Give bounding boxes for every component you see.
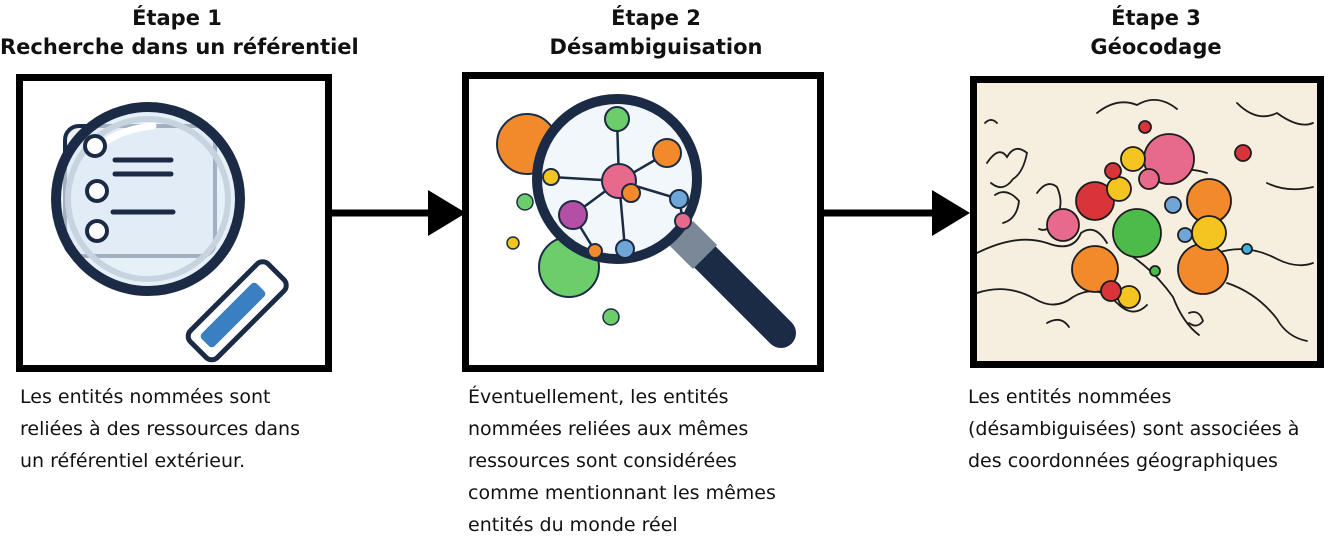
step-2-image-frame	[462, 72, 824, 372]
step-2-subheading: Désambiguisation	[549, 35, 763, 59]
description-line: (désambiguisées) sont associées à	[968, 418, 1300, 440]
step-1-description: Les entités nommées sont reliées à des r…	[20, 381, 350, 477]
step-1-subheading: Recherche dans un référentiel	[0, 35, 359, 59]
step-3-heading: Étape 3	[1111, 6, 1201, 30]
arrow-right-icon	[332, 190, 466, 236]
magnifying-glass-document-icon	[51, 102, 289, 363]
description-line: comme mentionnant les mêmes	[468, 482, 776, 504]
step-3-description: Les entités nommées (désambiguisées) son…	[968, 381, 1330, 477]
step-1-heading: Étape 1	[132, 6, 222, 30]
step-3-title: Étape 3 Géocodage	[1036, 4, 1276, 62]
magnifying-glass-network-icon	[496, 94, 796, 348]
step-3-subheading: Géocodage	[1090, 35, 1222, 59]
arrow-right-icon	[824, 190, 970, 236]
description-line: Les entités nommées	[968, 386, 1172, 408]
description-line: des coordonnées géographiques	[968, 450, 1278, 472]
step-2-heading: Étape 2	[611, 6, 701, 30]
description-line: Éventuellement, les entités	[468, 386, 729, 408]
description-line: ressources sont considérées	[468, 450, 737, 472]
step-1-image-frame	[16, 74, 332, 372]
step-2-title: Étape 2 Désambiguisation	[463, 4, 849, 62]
description-line: un référentiel extérieur.	[20, 450, 246, 472]
description-line: nommées reliées aux mêmes	[468, 418, 749, 440]
step-1-title: Étape 1 Recherche dans un référentiel	[0, 4, 359, 62]
description-line: Les entités nommées sont	[20, 386, 271, 408]
europe-map-pins-icon	[977, 83, 1317, 361]
step-3-image-frame	[970, 76, 1324, 368]
description-line: reliées à des ressources dans	[20, 418, 300, 440]
description-line: entités du monde réel	[468, 514, 678, 536]
step-2-description: Éventuellement, les entités nommées reli…	[468, 381, 838, 541]
